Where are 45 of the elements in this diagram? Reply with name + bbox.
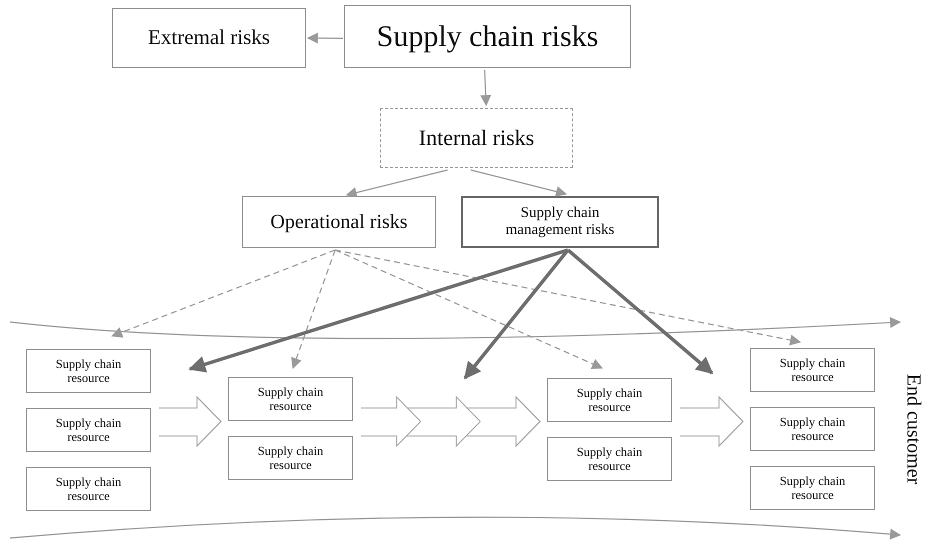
arrow — [566, 248, 714, 374]
node-label: Supply chain resource — [576, 445, 644, 473]
risk-category-box — [461, 196, 659, 248]
node-label: Supply chain resource — [576, 386, 644, 414]
node-label: Supply chain resource — [778, 474, 846, 502]
risk-category-box — [242, 196, 436, 248]
node-label: Supply chain resource — [256, 385, 324, 413]
arrow — [291, 250, 336, 370]
arrow — [464, 248, 570, 380]
node-label: Supply chain resource — [54, 475, 122, 503]
node-label: Internal risks — [418, 126, 534, 150]
resource-box — [750, 407, 875, 451]
block-arrow — [360, 396, 540, 448]
resource-box — [228, 377, 353, 421]
arrow — [480, 70, 492, 106]
arrow — [111, 249, 336, 338]
resource-box — [26, 467, 151, 511]
resource-box — [228, 436, 353, 480]
node-label: Supply chain resource — [54, 357, 122, 385]
node-label: Supply chain management risks — [504, 205, 616, 239]
node-label: Supply chain resource — [778, 415, 846, 443]
node-label: Extremal risks — [148, 26, 270, 50]
node-label: Operational risks — [270, 210, 408, 234]
arrow — [470, 169, 567, 197]
arrow — [335, 249, 802, 346]
node-label: Supply chain resource — [778, 356, 846, 384]
block-arrow — [158, 396, 222, 448]
risk-category-box — [112, 8, 306, 68]
arrow — [306, 32, 343, 44]
arrow — [334, 249, 603, 370]
node-label: Supply chain resource — [256, 444, 324, 472]
resource-box — [750, 466, 875, 510]
risk-category-box — [344, 5, 631, 68]
block-arrow — [680, 396, 744, 448]
resource-box — [26, 349, 151, 393]
resource-box — [547, 378, 672, 422]
resource-box — [750, 348, 875, 392]
end-customer-label: End customer — [902, 374, 924, 484]
arrow — [188, 248, 568, 372]
resource-box — [26, 408, 151, 452]
resource-box — [547, 437, 672, 481]
node-label: Supply chain resource — [54, 416, 122, 444]
risk-category-box — [380, 108, 573, 168]
node-label: Supply chain risks — [376, 20, 598, 54]
arrow — [346, 169, 448, 198]
